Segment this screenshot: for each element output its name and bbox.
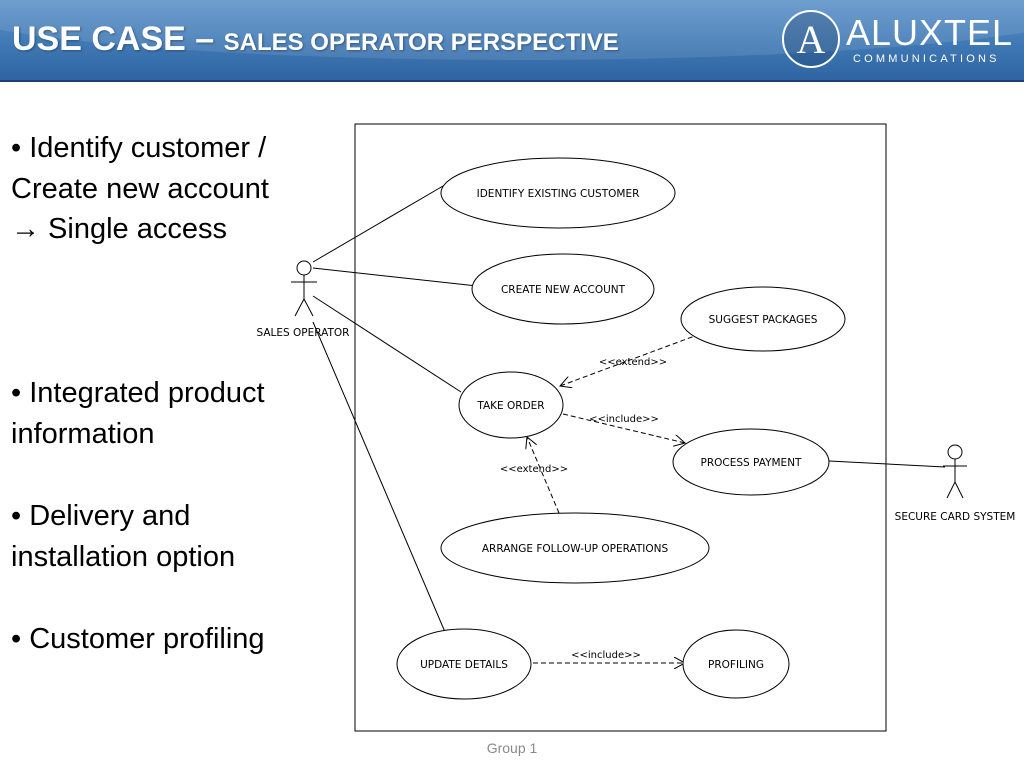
extend-suggest-packages-arrow [560,333,701,386]
logo-tagline: COMMUNICATIONS [853,53,1000,65]
banner-rule [0,80,1024,82]
use-case-label: TAKE ORDER [476,400,544,412]
use-case-process-payment [672,428,830,496]
slide-title: USE CASE – SALES OPERATOR PERSPECTIVE [12,20,619,59]
association-process-payment [828,460,946,468]
use-case-label: PROCESS PAYMENT [701,457,803,469]
actor-sales-operator-icon [291,260,317,317]
actor-secure-card-system-label: SECURE CARD SYSTEM [895,511,1016,523]
stereotype-extend-label: <<extend>> [599,357,667,368]
use-case-suggest-packages [680,286,846,352]
use-case-arrange-follow-up-operations [440,512,710,584]
use-case-profiling [682,629,790,699]
logo-wordmark: ALUXTEL [846,12,1014,53]
actor-secure-card-system-icon [943,444,967,499]
actor-sales-operator-label: SALES OPERATOR [257,327,350,339]
logo-emblem-icon: A [782,10,840,68]
use-case-label: ARRANGE FOLLOW-UP OPERATIONS [482,543,669,555]
use-case-take-order [458,371,564,439]
use-case-label: CREATE NEW ACCOUNT [501,284,626,296]
use-case-label: PROFILING [708,659,764,671]
use-case-label: UPDATE DETAILS [420,659,508,671]
association-create-account [312,267,478,287]
bullet-customer-profiling: • Customer profiling [11,623,265,655]
use-case-create-new-account [471,253,655,325]
footer-group-label: Group 1 [486,740,538,756]
title-banner: USE CASE – SALES OPERATOR PERSPECTIVE A … [0,0,1024,82]
association-take-order [312,295,462,393]
slide-title-sub: SALES OPERATOR PERSPECTIVE [223,29,619,56]
association-identify-customer [312,185,444,263]
stereotype-include-label: <<include>> [571,650,641,661]
use-case-identify-existing-customer [440,157,676,229]
bullet-single-access: • Identify customer /Create new account→… [11,132,269,245]
use-case-update-details [396,628,532,700]
extend-follow-up-arrow [527,437,560,514]
company-logo: A ALUXTEL COMMUNICATIONS [782,10,1018,72]
stereotype-include-label: <<include>> [589,414,659,425]
use-case-label: SUGGEST PACKAGES [709,314,818,326]
association-update-details [312,321,446,633]
logo-emblem-letter: A [796,17,826,62]
use-case-label: IDENTIFY EXISTING CUSTOMER [477,188,640,200]
stereotype-extend-label: <<extend>> [500,464,568,475]
include-process-payment-arrow [562,413,685,443]
slide-title-main: USE CASE – [12,20,224,58]
